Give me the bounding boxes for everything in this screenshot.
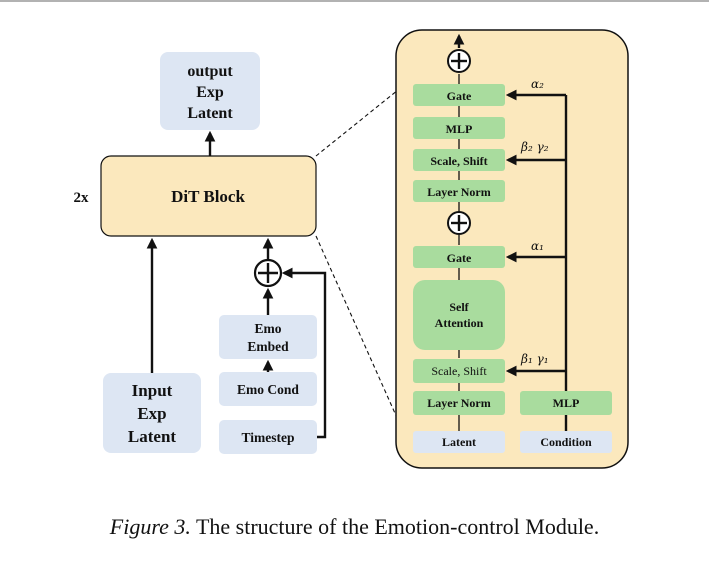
- output-label-3: Latent: [187, 105, 233, 122]
- alpha2-label: α₂: [531, 77, 544, 91]
- repeat-label: 2x: [74, 190, 90, 206]
- timestep-box: [219, 420, 317, 454]
- arrow-timestep-to-plus: [281, 267, 327, 439]
- emo-embed-box: [219, 315, 317, 359]
- emo-embed-label-2: Embed: [247, 339, 289, 354]
- timestep-label: Timestep: [242, 430, 295, 445]
- gate-mid-box: [413, 246, 505, 268]
- input-label-1: Input: [132, 381, 173, 400]
- figure-label: Figure 3.: [109, 514, 191, 539]
- dit-block-label: DiT Block: [171, 187, 245, 206]
- scale-shift-1-label: Scale, Shift: [431, 364, 487, 378]
- gate-top-label: Gate: [447, 89, 472, 103]
- caption-text: The structure of the Emotion-control Mod…: [195, 514, 600, 539]
- scale-shift-2-box: [413, 149, 505, 171]
- layer-norm-bottom-label: Layer Norm: [427, 396, 490, 410]
- condition-box: [520, 431, 612, 453]
- input-label-3: Latent: [128, 427, 177, 446]
- input-label-2: Exp: [137, 404, 166, 423]
- mlp-top-box: [413, 117, 505, 139]
- layer-norm-top-label: Layer Norm: [427, 185, 490, 199]
- dit-block: [100, 155, 317, 237]
- latent-label: Latent: [442, 435, 476, 449]
- mlp-condition-label: MLP: [553, 396, 580, 410]
- gate-top-box: [413, 84, 505, 106]
- zoom-line-top: [315, 89, 399, 157]
- zoom-line-bottom: [315, 235, 399, 421]
- input-exp-latent-box: [103, 373, 201, 453]
- latent-box: [413, 431, 505, 453]
- layer-norm-bottom-box: [413, 391, 505, 415]
- condition-label: Condition: [540, 435, 592, 449]
- dit-block-detail-panel: [395, 29, 629, 469]
- output-label-1: output: [187, 63, 233, 80]
- self-attention-box: [413, 280, 505, 350]
- emo-embed-label-1: Emo: [255, 321, 282, 336]
- alpha1-label: α₁: [531, 239, 544, 253]
- figure-caption: Figure 3. The structure of the Emotion-c…: [0, 514, 709, 540]
- beta1-gamma1-label: β₁ γ₁: [520, 352, 549, 366]
- mlp-condition-box: [520, 391, 612, 415]
- output-exp-latent-box: [160, 52, 260, 130]
- self-attention-label-2: Attention: [435, 316, 484, 330]
- scale-shift-1-box: [413, 359, 505, 383]
- emo-cond-label: Emo Cond: [237, 382, 299, 397]
- scale-shift-2-label: Scale, Shift: [430, 154, 487, 168]
- beta2-gamma2-label: β₂ γ₂: [520, 140, 549, 154]
- self-attention-label-1: Self: [449, 300, 469, 314]
- mlp-top-label: MLP: [446, 122, 473, 136]
- layer-norm-top-box: [413, 180, 505, 202]
- output-label-2: Exp: [196, 84, 224, 101]
- emo-cond-box: [219, 372, 317, 406]
- gate-mid-label: Gate: [447, 251, 472, 265]
